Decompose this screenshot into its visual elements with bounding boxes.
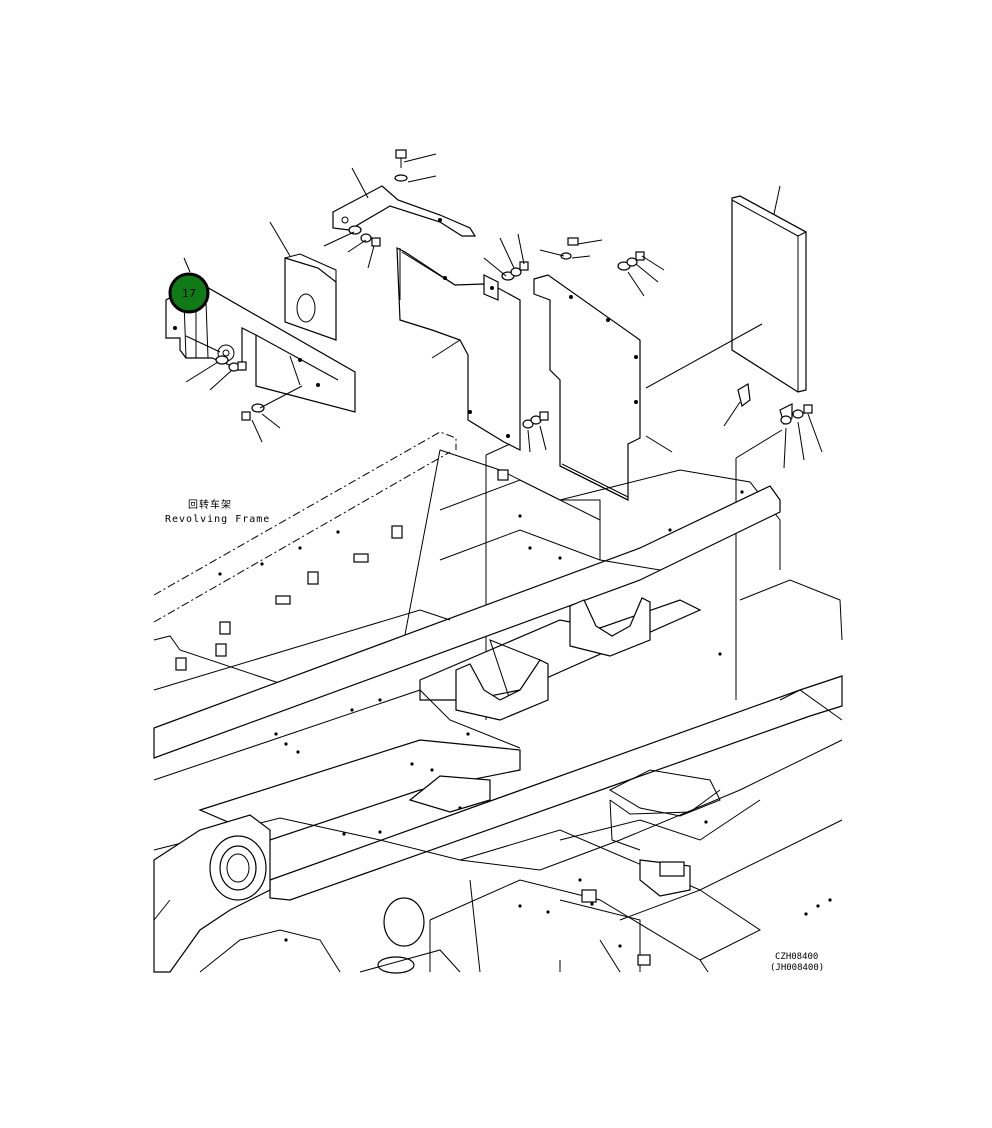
frame-label-english: Revolving Frame <box>165 514 270 525</box>
washers-right-bottom <box>780 404 813 425</box>
washers-right <box>617 251 645 271</box>
washers-left-lower <box>215 355 247 372</box>
bolt-top <box>394 149 408 182</box>
washers-top-left <box>348 225 381 247</box>
pad-block <box>284 253 337 341</box>
fasteners <box>215 149 813 429</box>
insulation-panel <box>731 195 808 393</box>
boom-pin-boss <box>153 814 271 973</box>
frame-label-chinese: 回转车架 <box>188 498 232 511</box>
drawing-code-secondary: (JH008400) <box>770 963 824 973</box>
top-bracket <box>332 185 477 237</box>
leader-lines <box>183 153 823 469</box>
washers-center <box>501 261 529 281</box>
callout-17[interactable]: 17 <box>168 272 210 314</box>
bolt-right-top <box>560 237 579 260</box>
right-cover-plate <box>533 274 641 501</box>
bolt-left-bottom <box>241 403 265 421</box>
washers-center-bottom <box>522 411 549 429</box>
callout-17-badge[interactable] <box>168 272 210 314</box>
frame-posts <box>175 469 685 966</box>
center-cover-plate <box>396 247 521 451</box>
drawing-code-primary: CZH08400 <box>775 952 818 962</box>
callout-17-number[interactable]: 17 <box>182 287 196 300</box>
revolving-frame <box>153 431 843 974</box>
